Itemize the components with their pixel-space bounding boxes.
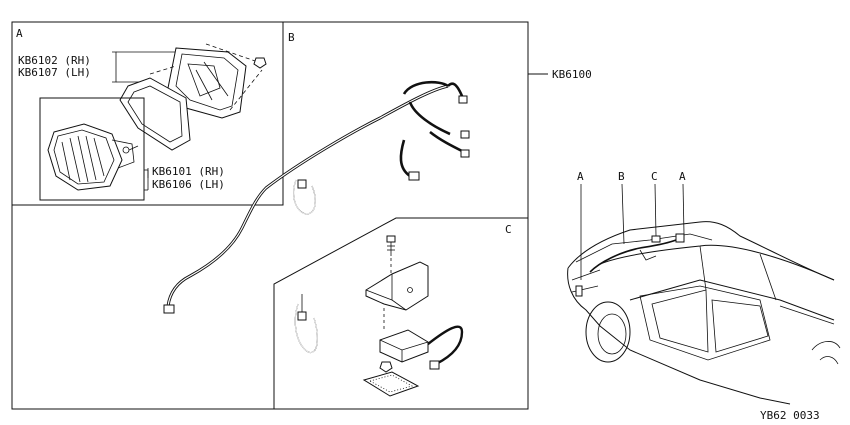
inset-c: C (273, 217, 528, 409)
kb6100-label: KB6100 (552, 68, 592, 81)
part-label-kb6101: KB6101 (RH) (152, 165, 225, 178)
inset-b-letter: B (288, 31, 295, 44)
foam-pad (362, 371, 420, 397)
control-module (379, 325, 464, 370)
connector-b2 (460, 130, 470, 139)
connector-b1 (458, 95, 468, 104)
inset-a-letter: A (16, 27, 23, 40)
locator-marker-b: B (618, 170, 625, 183)
inset-a: A KB6102 (RH) KB6107 (LH) (11, 21, 284, 206)
lamp-gasket (119, 77, 191, 151)
bolt-icon (386, 235, 396, 286)
connector-b3 (460, 149, 470, 158)
part-label-kb6107: KB6107 (LH) (18, 66, 91, 79)
locator-marker-a-rear: A (679, 170, 686, 183)
connector-b4 (408, 171, 420, 181)
locator-marker-c: C (651, 170, 658, 183)
cable-tie-b (293, 179, 316, 215)
connector-b5 (163, 304, 175, 314)
main-panel-frame (11, 21, 529, 410)
mounting-bracket (365, 261, 429, 311)
wiring-harness (163, 80, 470, 314)
lamp-subinset-frame (39, 97, 145, 201)
locator-marker-a-front: A (577, 170, 584, 183)
cable-tie-c (294, 294, 318, 354)
part-label-kb6102: KB6102 (RH) (18, 54, 91, 67)
fog-lamp-unit (47, 123, 139, 191)
rear-wheel (585, 301, 631, 363)
part-label-kb6106: KB6106 (LH) (152, 178, 225, 191)
nut-icon (253, 57, 267, 69)
inset-a-frame (11, 21, 284, 206)
vehicle-locator: A B C A (567, 170, 841, 405)
inset-c-letter: C (505, 223, 512, 236)
inset-c-frame (273, 217, 528, 409)
nut-c-icon (379, 361, 393, 373)
figure-code: YB62 0033 (760, 409, 820, 422)
